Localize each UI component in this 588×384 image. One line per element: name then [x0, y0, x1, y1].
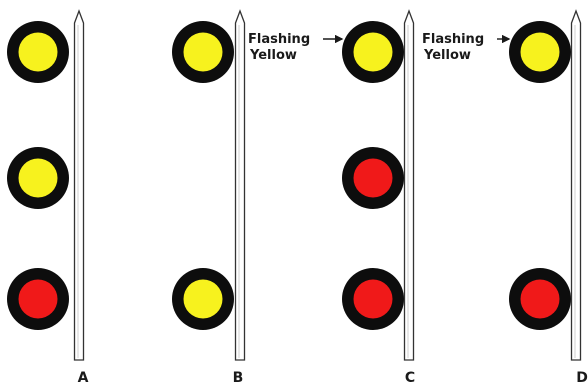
mast-pole: [234, 9, 246, 361]
note-line-1: Flashing: [422, 32, 484, 47]
red-lamp: [18, 279, 58, 319]
mast-pole: [403, 9, 415, 361]
yellow-lamp: [183, 32, 223, 72]
note-line-1: Flashing: [248, 32, 310, 47]
note-line-2: Yellow: [249, 48, 297, 63]
red-lamp: [353, 279, 393, 319]
signal-a: A: [7, 9, 89, 384]
signal-label: B: [233, 370, 244, 384]
yellow-lamp: [353, 32, 393, 72]
mast-pole: [570, 9, 582, 361]
yellow-lamp: [520, 32, 560, 72]
yellow-lamp: [183, 279, 223, 319]
signal-label: C: [405, 370, 415, 384]
yellow-lamp: [18, 32, 58, 72]
mast-pole: [73, 9, 85, 361]
note-line-2: Yellow: [423, 48, 471, 63]
signal-label: D: [576, 370, 588, 384]
red-lamp: [520, 279, 560, 319]
yellow-lamp: [18, 158, 58, 198]
red-lamp: [353, 158, 393, 198]
signal-label: A: [78, 370, 89, 384]
signal-b: B: [172, 9, 246, 384]
